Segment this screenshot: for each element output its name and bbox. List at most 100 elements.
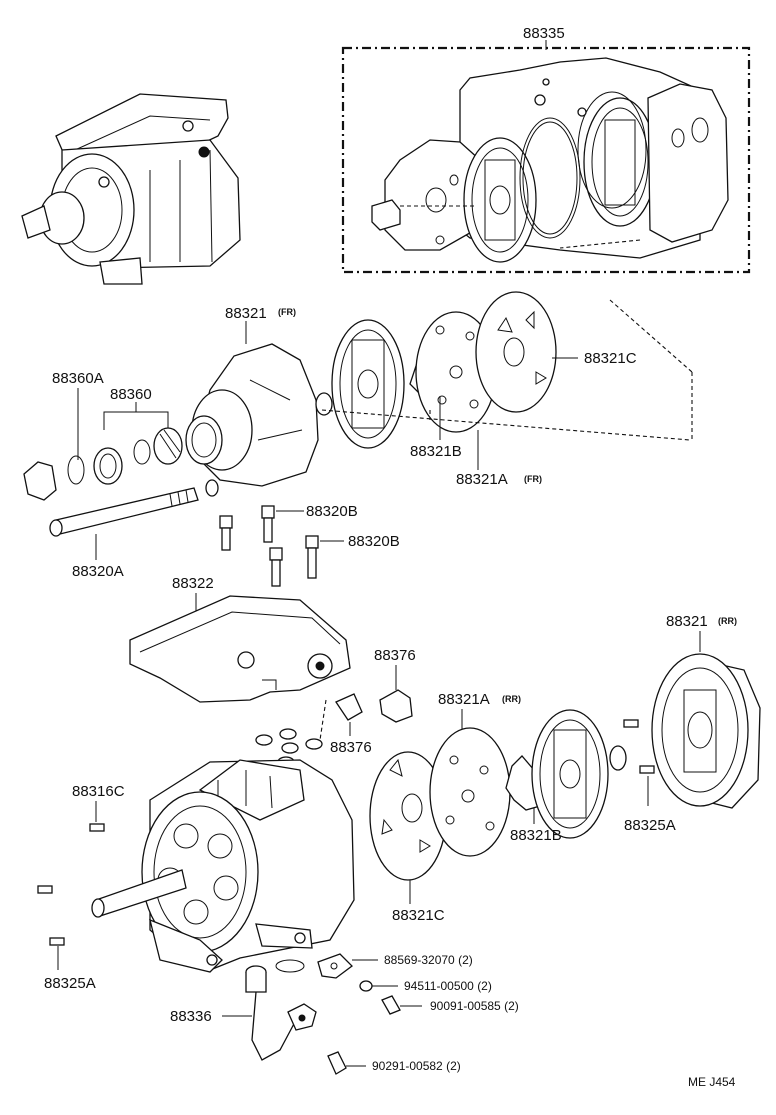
kit-o-ring [519, 117, 581, 239]
label-88321C-bot: 88321C [392, 907, 445, 924]
bot-valve-plate-rim [539, 719, 601, 829]
bot-plate-hole [485, 821, 495, 831]
sensor-gasket [275, 959, 305, 973]
head-axis [319, 699, 327, 741]
through-bolt-group: 88320A [49, 487, 199, 580]
front-housing-detail [249, 379, 303, 441]
clamp-bolt [381, 995, 401, 1015]
valves-88376-group: 88376 88376 [319, 647, 416, 756]
front-seal-ring [315, 392, 333, 416]
kit-hole-small [435, 235, 445, 245]
body-cylinder [213, 875, 239, 901]
bolt-head [261, 505, 275, 519]
kit-rear-cap [647, 83, 729, 243]
label-88360A: 88360A [52, 370, 104, 387]
label-88320B-2: 88320B [348, 533, 400, 550]
service-elbow [335, 693, 363, 721]
rear-housing-label: 88321 [666, 613, 708, 630]
kit-hole-small [449, 174, 459, 186]
front-housing-tag: (FR) [278, 307, 296, 317]
top-suction-hub [503, 337, 525, 367]
bot-plate-center [461, 789, 475, 803]
cylinder-head-group: 88322 [129, 575, 351, 703]
bot-suction-hub [401, 793, 423, 823]
cylinder-head-port-dot [315, 661, 325, 671]
gasket-ring [305, 738, 323, 750]
mount-hole [206, 954, 218, 966]
body-upper-ribs [198, 759, 305, 821]
label-88360: 88360 [110, 386, 152, 403]
washer [359, 980, 373, 992]
top-plate-hole [435, 325, 445, 335]
valve-plates-top: 88321C 88321B 88321A (FR) [331, 291, 637, 488]
mount-hole [294, 932, 306, 944]
rear-housing-tag: (RR) [718, 616, 737, 626]
kit-axis-2 [559, 239, 641, 249]
assembled-compressor [21, 93, 241, 285]
drive-shaft-end [91, 898, 105, 918]
pin-88325A-right [639, 765, 655, 774]
top-valve-plate-hub [357, 369, 379, 399]
assembly-axis-lines [321, 299, 693, 441]
top-plate-hole [437, 395, 447, 405]
service-valve [379, 689, 413, 723]
through-bolt-head [49, 519, 63, 537]
kit-rear-hole [691, 117, 709, 143]
kit-valve-2-spokes [604, 119, 636, 206]
bolt-shank [221, 527, 231, 551]
assembly-shaft [21, 205, 51, 239]
gasket-ring [281, 742, 299, 754]
bot-plate-hole [449, 755, 459, 765]
body-cylinder [183, 899, 209, 925]
cylinder-head-foot [262, 679, 277, 690]
kit-o-ring-2 [577, 91, 647, 209]
part-number-1: 88569-32070 (2) [384, 953, 473, 967]
part-number-4: 90291-00582 (2) [372, 1059, 461, 1073]
shaft-seal-group: 88360A 88360 [23, 370, 219, 501]
bot-valve-hub [559, 759, 581, 789]
label-88320A: 88320A [72, 563, 124, 580]
bolt-shank [263, 517, 273, 543]
top-plate-hole [469, 399, 479, 409]
valve-plates-bottom: 88321A (RR) 88321C 88321B [369, 691, 627, 924]
kit-screw [534, 94, 546, 106]
front-housing-label: 88321 [225, 305, 267, 322]
sensor-clamp [317, 953, 353, 979]
kit-label: 88335 [523, 25, 565, 42]
label-88322: 88322 [172, 575, 214, 592]
bot-valve-spokes [553, 729, 587, 819]
kit-valve-plate-2-inner [591, 107, 649, 217]
part-number-3: 90091-00585 (2) [430, 999, 519, 1013]
label-88316C: 88316C [72, 783, 125, 800]
bolt-shank [271, 559, 281, 587]
kit-valve-plate [463, 137, 537, 263]
assembly-ribs [149, 149, 213, 263]
gasket-kit-group: 88335 [341, 25, 751, 274]
top-suction-ports [497, 310, 547, 385]
pin-left [37, 885, 53, 894]
kit-valve-spokes [484, 159, 516, 241]
label-88321B-top: 88321B [410, 443, 462, 460]
label-88376-1: 88376 [374, 647, 416, 664]
top-valve-plate-rim [339, 329, 397, 439]
body-cylinder [207, 833, 233, 859]
kit-valve-hub [489, 185, 511, 215]
kit-rear-hole [671, 128, 685, 148]
assembly-head-edge [74, 115, 211, 151]
label-88321A-bot-tag: (RR) [502, 694, 521, 704]
cylinder-head-edge [139, 611, 341, 653]
top-plate-center [449, 365, 463, 379]
rear-housing-rim [661, 667, 739, 793]
label-88325A-left: 88325A [44, 975, 96, 992]
bolt-shank [307, 547, 317, 579]
compressor-body-group: 88316C 88325A [37, 728, 355, 992]
kit-valve-plate-inner [471, 147, 529, 253]
label-88321B-bot: 88321B [510, 827, 562, 844]
rear-housing-spokes [683, 689, 717, 773]
gasket-ring [279, 728, 297, 740]
sensor-connector-pin [298, 1014, 306, 1022]
88360-bracket [103, 411, 169, 430]
kit-screw [542, 78, 550, 86]
